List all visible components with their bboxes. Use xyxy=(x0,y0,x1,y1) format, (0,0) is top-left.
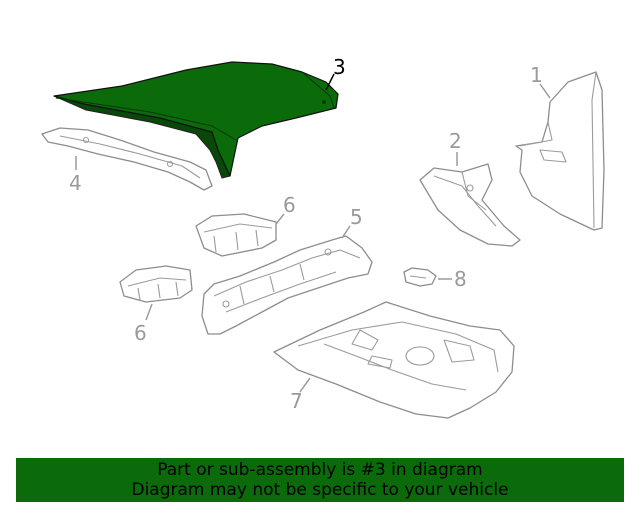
leader-6b xyxy=(145,303,153,321)
part-8-small-clip[interactable] xyxy=(403,267,437,287)
callout-8[interactable]: 8 xyxy=(454,267,467,291)
callout-6-upper[interactable]: 6 xyxy=(283,193,296,217)
notice-line-1: Part or sub-assembly is #3 in diagram xyxy=(157,460,483,480)
part-6-upper-clip[interactable] xyxy=(195,213,277,257)
part-3-trunk-trim-panel[interactable] xyxy=(53,61,339,179)
callout-3[interactable]: 3 xyxy=(333,55,346,79)
parts-diagram: 1 2 3 4 5 6 6 7 8 xyxy=(41,55,605,419)
leader-1 xyxy=(539,83,551,99)
callout-1[interactable]: 1 xyxy=(530,63,543,87)
callout-7[interactable]: 7 xyxy=(290,389,303,413)
part-1-quarter-trim[interactable] xyxy=(515,71,605,231)
part-7-floor-panel[interactable] xyxy=(273,301,515,419)
callout-2[interactable]: 2 xyxy=(449,129,462,153)
part-4-mounting-rail[interactable] xyxy=(41,127,213,191)
notice-banner: Part or sub-assembly is #3 in diagram Di… xyxy=(16,458,624,502)
part-2-bracket[interactable] xyxy=(419,163,521,247)
callout-4[interactable]: 4 xyxy=(69,171,82,195)
callout-6-lower[interactable]: 6 xyxy=(134,321,147,345)
part-6-lower-clip[interactable] xyxy=(119,265,193,303)
leader-7 xyxy=(299,377,311,393)
leader-6a xyxy=(275,213,285,225)
leader-3 xyxy=(325,73,335,91)
notice-line-2: Diagram may not be specific to your vehi… xyxy=(131,480,509,500)
callout-5[interactable]: 5 xyxy=(350,205,363,229)
part-5-cross-member[interactable] xyxy=(201,235,373,335)
leader-5 xyxy=(341,225,351,239)
